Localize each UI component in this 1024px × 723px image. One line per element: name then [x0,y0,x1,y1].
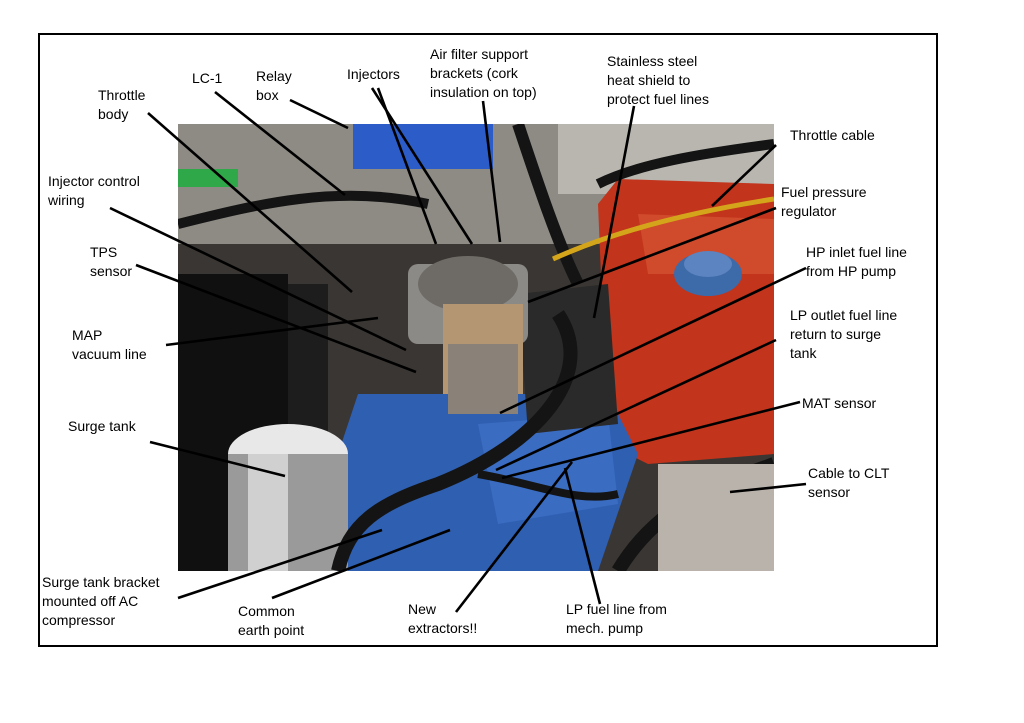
label-surge-tank-bracket: Surge tank bracket mounted off AC compre… [42,574,160,628]
label-lp-fuel-line: LP fuel line from mech. pump [566,601,667,636]
label-cable-to-clt-sensor: Cable to CLT sensor [808,465,890,500]
label-new-extractors: New extractors!! [408,601,478,636]
label-relay-box: Relay box [256,68,292,103]
label-lp-outlet-fuel-line: LP outlet fuel line return to surge tank [790,307,898,361]
label-injectors: Injectors [347,66,400,82]
label-throttle-body: Throttle body [98,87,146,122]
engine-bay-photo [178,124,774,571]
label-throttle-cable: Throttle cable [790,127,875,143]
label-mat-sensor: MAT sensor [802,395,877,411]
label-tps-sensor: TPS sensor [90,244,133,279]
label-fuel-pressure-regulator: Fuel pressure regulator [781,184,867,219]
label-heat-shield: Stainless steel heat shield to protect f… [607,53,709,107]
label-map-vacuum-line: MAP vacuum line [72,327,147,362]
label-hp-inlet-fuel-line: HP inlet fuel line from HP pump [806,244,907,279]
label-lc1: LC-1 [192,70,223,86]
label-injector-control-wiring: Injector control wiring [48,173,140,208]
label-surge-tank: Surge tank [68,418,136,434]
label-air-filter-brackets: Air filter support brackets (cork insula… [430,46,537,100]
label-common-earth-point: Common earth point [238,603,305,638]
